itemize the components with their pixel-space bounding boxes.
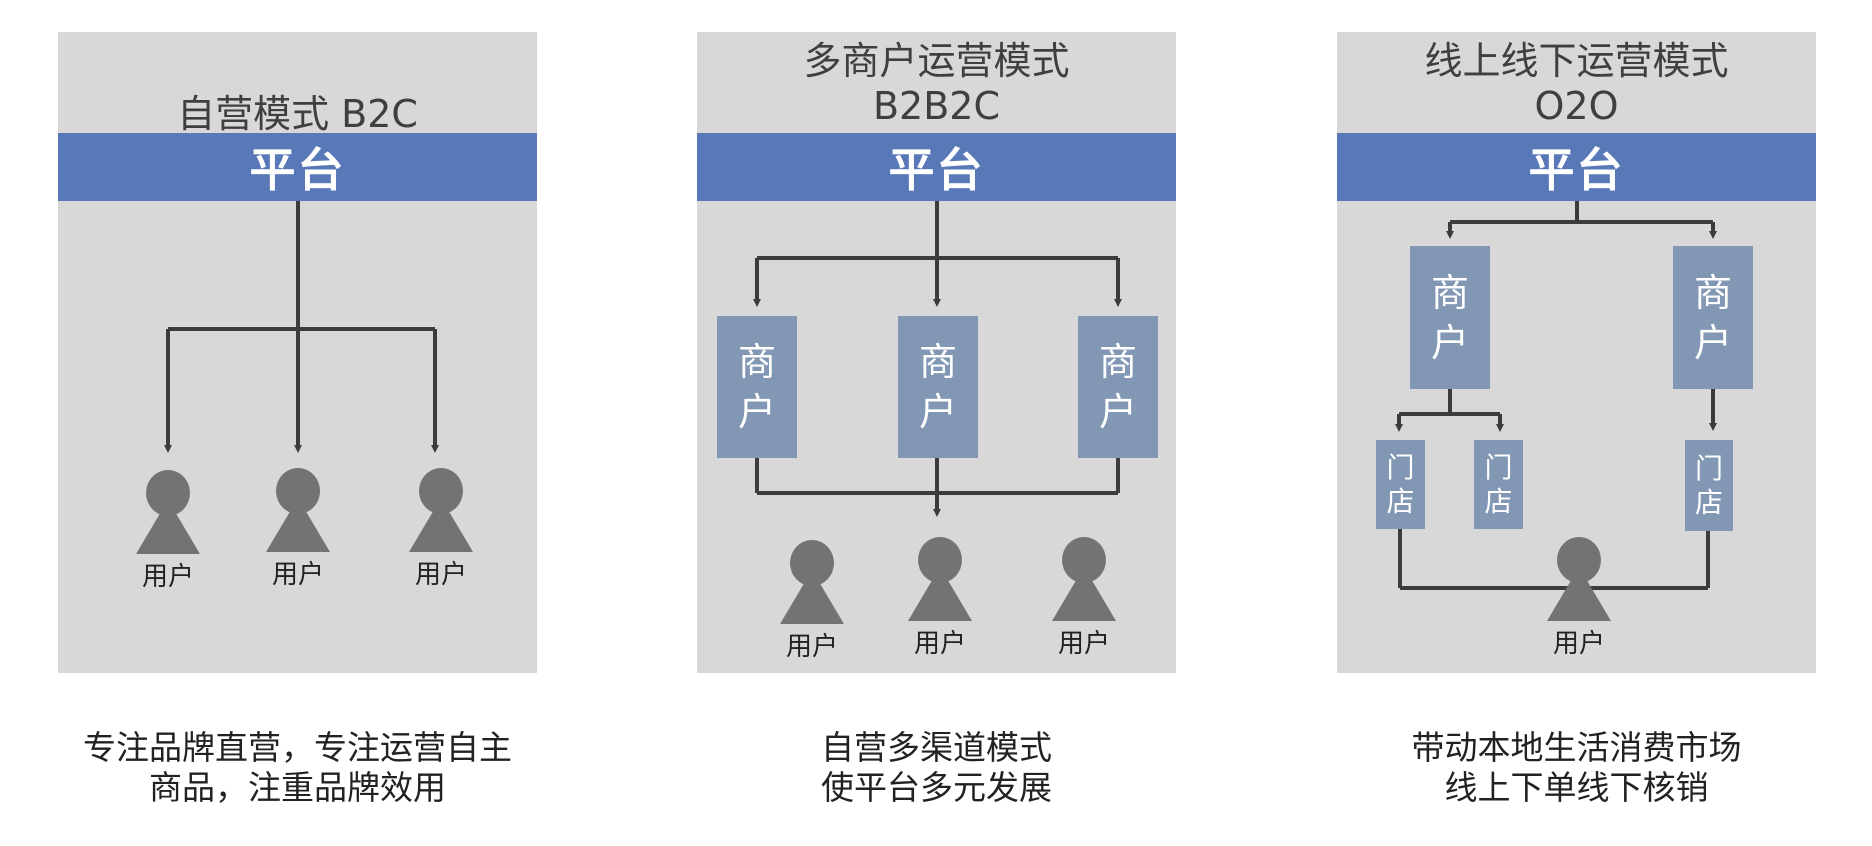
user-body: [266, 498, 330, 552]
user-icon: 用户: [777, 540, 847, 662]
user-icon: 用户: [1544, 537, 1614, 659]
panel-b2b2c: 多商户运营模式 B2B2C 平台 商户 商户 商户 用户: [697, 32, 1176, 673]
merchant-label: 商户: [919, 340, 958, 434]
panel-title: 线上线下运营模式: [1424, 39, 1729, 83]
caption-line: 线上下单线下核销: [1444, 768, 1709, 807]
panel-o2o: 线上线下运营模式 O2O 平台 商户 商户 门店: [1337, 32, 1816, 673]
merchant-box: 商户: [1078, 316, 1158, 458]
store-label: 门店: [1386, 450, 1415, 518]
caption-b2b2c: 自营多渠道模式 使平台多元发展: [697, 728, 1176, 808]
panel-subtitle: O2O: [1534, 84, 1619, 128]
user-icon: 用户: [1049, 537, 1119, 659]
user-label: 用户: [271, 560, 324, 590]
user-label: 用户: [1552, 629, 1605, 659]
user-body: [1052, 567, 1116, 621]
user-label: 用户: [141, 562, 194, 592]
panel-b2c: 自营模式 B2C 平台 用户 用户 用户: [58, 32, 537, 673]
platform-label: 平台: [1528, 143, 1625, 197]
platform-label: 平台: [249, 143, 346, 197]
merchant-box: 商户: [1673, 246, 1753, 389]
user-body: [780, 570, 844, 624]
caption-o2o: 带动本地生活消费市场 线上下单线下核销: [1337, 728, 1816, 808]
store-box: 门店: [1685, 440, 1733, 531]
panel-title: 自营模式 B2C: [177, 92, 418, 136]
merchant-label: 商户: [738, 340, 777, 434]
platform-label: 平台: [888, 143, 985, 197]
caption-line: 专注品牌直营，专注运营自主: [83, 728, 512, 767]
panel-subtitle: B2B2C: [872, 84, 1001, 128]
user-body: [908, 567, 972, 621]
user-label: 用户: [414, 560, 467, 590]
merchant-box: 商户: [717, 316, 797, 458]
store-label: 门店: [1484, 450, 1513, 518]
user-body: [409, 498, 473, 552]
merchant-label: 商户: [1694, 270, 1733, 365]
caption-b2c: 专注品牌直营，专注运营自主 商品，注重品牌效用: [58, 728, 537, 808]
store-box: 门店: [1474, 440, 1523, 529]
merchant-label: 商户: [1431, 270, 1470, 365]
merchant-box: 商户: [898, 316, 978, 458]
merchant-label: 商户: [1099, 340, 1138, 434]
connector-lines: [164, 201, 439, 453]
caption-line: 商品，注重品牌效用: [149, 768, 446, 807]
platform-bar: 平台: [697, 133, 1176, 201]
user-body: [136, 500, 200, 554]
store-label: 门店: [1695, 451, 1724, 519]
caption-line: 使平台多元发展: [821, 768, 1052, 807]
user-icon: 用户: [905, 537, 975, 659]
caption-line: 带动本地生活消费市场: [1411, 728, 1742, 767]
user-icon: 用户: [406, 468, 476, 590]
store-box: 门店: [1376, 440, 1425, 529]
user-label: 用户: [913, 629, 966, 659]
user-icon: 用户: [263, 468, 333, 590]
platform-bar: 平台: [1337, 133, 1816, 201]
user-label: 用户: [1057, 629, 1110, 659]
user-body: [1547, 567, 1611, 621]
platform-bar: 平台: [58, 133, 537, 201]
panel-title: 多商户运营模式: [803, 39, 1070, 83]
caption-line: 自营多渠道模式: [821, 728, 1052, 767]
user-label: 用户: [785, 632, 838, 662]
user-icon: 用户: [133, 470, 203, 592]
connector-lines: [753, 201, 1122, 517]
merchant-box: 商户: [1410, 246, 1490, 389]
